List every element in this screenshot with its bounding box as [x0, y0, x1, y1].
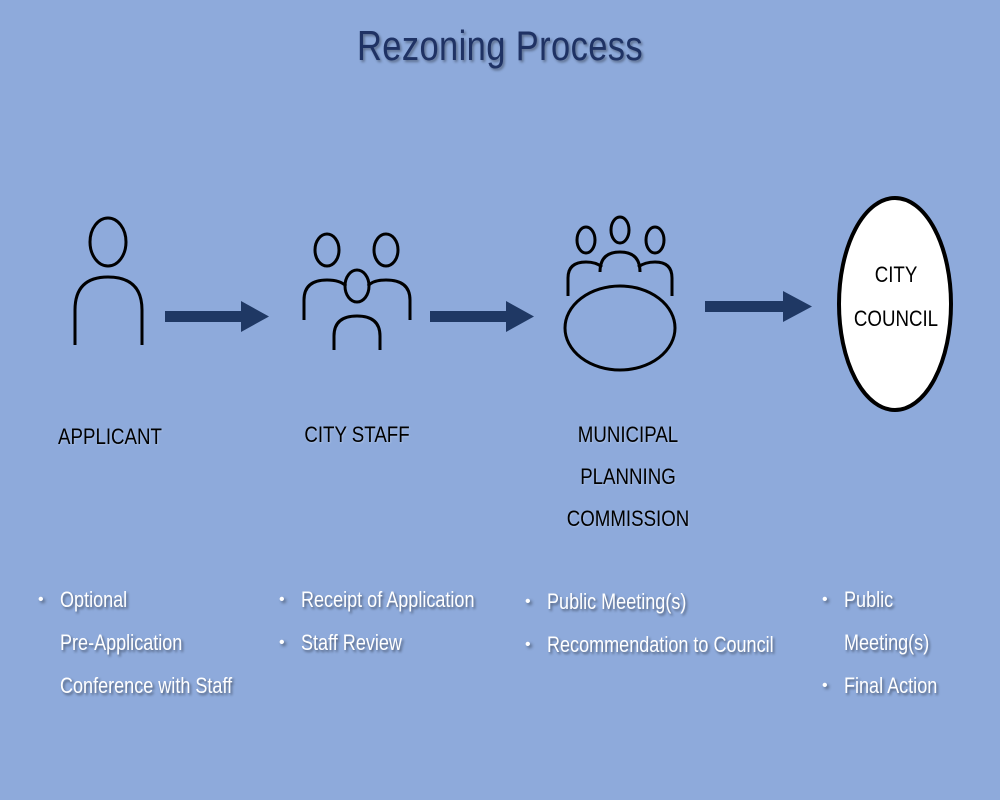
diagram-title: Rezoning Process — [356, 22, 644, 69]
city-council-bullets: •Public Meeting(s) •Final Action — [822, 578, 1000, 707]
applicant-label: APPLICANT — [58, 424, 162, 449]
list-item: •Public Meeting(s) — [525, 589, 687, 614]
flow-arrow-3 — [705, 291, 812, 322]
person-icon — [73, 216, 144, 345]
council-circle-icon — [837, 196, 953, 412]
planning-commission-label: MUNICIPAL PLANNING COMMISSION — [566, 422, 690, 531]
city-staff-bullets: •Receipt of Application •Staff Review — [279, 578, 513, 664]
city-staff-label: CITY STAFF — [304, 422, 410, 447]
applicant-bullets: •Optional Pre-Application Conference wit… — [38, 578, 270, 707]
list-item: •Public Meeting(s) — [822, 587, 930, 655]
planning-commission-bullets: •Public Meeting(s) •Recommendation to Co… — [525, 580, 823, 666]
list-item: •Receipt of Application — [279, 587, 475, 612]
list-item: •Staff Review — [279, 630, 402, 655]
city-council-label: CITY COUNCIL — [853, 262, 939, 331]
list-item: •Recommendation to Council — [525, 632, 774, 657]
list-item: •Optional Pre-Application Conference wit… — [38, 587, 233, 698]
flow-arrow-2 — [430, 301, 534, 332]
flow-arrow-1 — [165, 301, 269, 332]
meeting-table-icon — [563, 215, 677, 372]
list-item: •Final Action — [822, 673, 938, 698]
group-icon — [302, 232, 412, 350]
